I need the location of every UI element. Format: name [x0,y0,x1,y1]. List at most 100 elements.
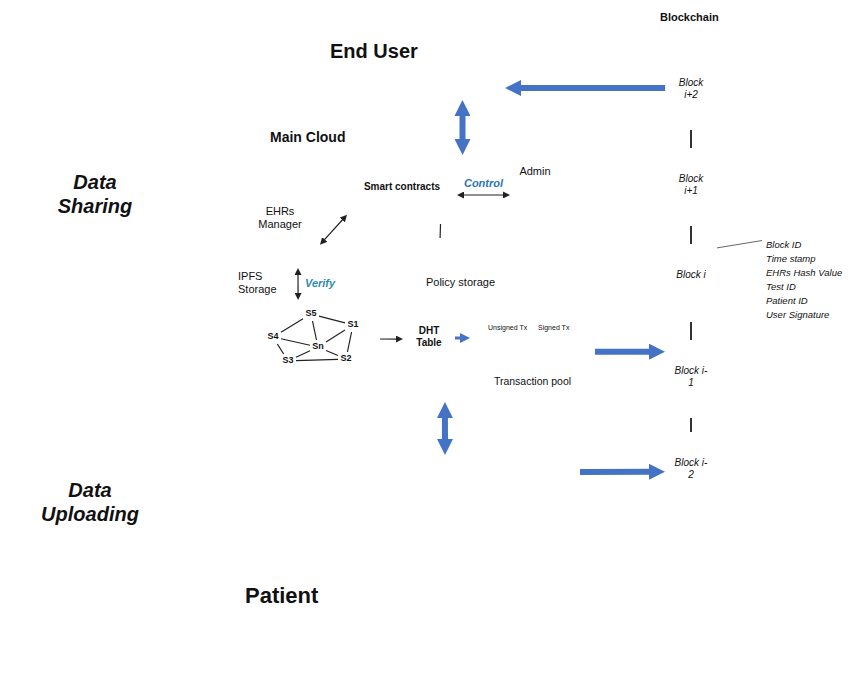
node-label: Patient ID [766,295,858,306]
smart-contracts-box-icon [360,213,369,214]
patient-figure [416,470,424,478]
smart-contracts-box-icon [429,197,447,220]
transaction-pool-icon [562,346,576,353]
node-label: Unsigned Tx [488,324,534,332]
node-label: Block ID [766,239,858,250]
transaction-pool-icon [510,343,524,350]
policy-storage-icon [438,238,482,274]
patient-figure [335,444,455,675]
sensor-tiles [487,460,531,502]
transaction-pool-icon [548,355,562,362]
node-label: EHRs Manager [250,205,310,231]
patient-figure [378,411,412,445]
connector [461,194,506,195]
node-label: End User [330,39,455,63]
connector [319,316,345,323]
main-cloud: Main CloudSmart contractsAdminEHRs Manag… [235,155,645,402]
connector [690,226,692,244]
node-label: Blockchain [660,11,750,24]
connector [281,319,303,332]
connector [690,418,692,432]
node-label: Block i+2 [674,77,708,101]
node-label: S2 [338,353,354,364]
node-label: User Signature [766,309,858,320]
patient-figure [337,584,345,592]
block-info-table-icon [762,308,862,309]
bracket [150,372,185,680]
smart-contracts-box-icon [384,203,396,204]
blockchain-panel: BlockchainBlock i+2Block i+1Block i Block… [652,5,755,637]
connector [347,332,351,352]
patient-figure [335,411,487,675]
storage-node: S2 [338,352,354,366]
smart-contracts-box-icon [432,213,441,214]
sensor-tiles [487,460,577,546]
ipfs-network: IPFS StorageS5S1S4SnS3S2 [250,300,380,378]
patient-figure [365,501,487,503]
node-label: Block i-2 [674,457,708,481]
sensor-tiles [503,474,520,493]
connector [296,351,310,358]
block-info-table-icon [762,294,862,295]
node-label: Policy storage [418,276,503,289]
transaction-pool-icon [514,356,526,362]
sensor-tiles [502,465,510,473]
smart-contracts-box-icon [405,197,423,220]
edge-label: Verify [304,277,336,290]
sensor-tiles [542,522,549,529]
end-user-icon [472,61,478,74]
block-outline [665,244,717,322]
connector [296,359,338,360]
ehrs-manager-icon [285,241,299,266]
block: Block i-1 [665,340,717,418]
transaction-pool-icon [492,337,506,344]
node-label: S1 [345,319,361,330]
connector [516,85,665,91]
transaction-pool-icon [530,313,536,369]
connector [277,344,283,354]
node-label: Patient [245,583,365,609]
ehrs-manager-icon [285,235,313,247]
node-label: IPFS Storage [238,270,288,296]
block: Block i [665,244,717,322]
connector [297,272,298,296]
patient-figure [446,584,454,592]
node-label: S4 [265,331,281,342]
storage-node: S4 [265,330,281,344]
smart-contracts-box-icon [381,197,399,220]
section-label: Data Uploading [35,478,145,526]
patient-figure [352,483,487,485]
patient-figure [375,651,383,659]
admin-server-icon [520,183,552,225]
connector [323,218,345,242]
storage-node: S3 [280,354,296,368]
ipfs-network-outline [251,301,379,377]
patient-figure [366,470,374,478]
connector [459,111,465,144]
node-label: Signed Tx [538,324,580,332]
end-user-icon [452,28,498,90]
connector [442,413,448,444]
connector [312,321,316,340]
node-label: Time stamp [766,253,858,264]
transaction-pool-icon [545,338,559,345]
ehrs-manager-icon [299,241,313,266]
storage-node: Sn [310,340,326,354]
block-info-table: Block IDTime stampEHRs Hash ValueTest ID… [762,238,862,322]
admin-server-icon [525,205,535,209]
sensor-tiles [487,504,531,546]
node-label: Transaction pool [470,375,595,388]
block: Block i-2 [665,432,717,510]
connector [580,469,654,475]
smart-contracts-box-icon [357,197,375,220]
sensor-tiles [496,517,521,541]
sensor-tiles [552,522,559,529]
smart-contracts-box-icon [432,208,444,209]
node-label: Admin [510,165,560,178]
transaction-pool-icon [470,310,595,372]
sensor-tiles [504,508,512,516]
smart-contracts-box-icon [347,195,457,223]
section-label: Data Sharing [45,170,145,218]
block: Block i+1 [665,148,717,226]
